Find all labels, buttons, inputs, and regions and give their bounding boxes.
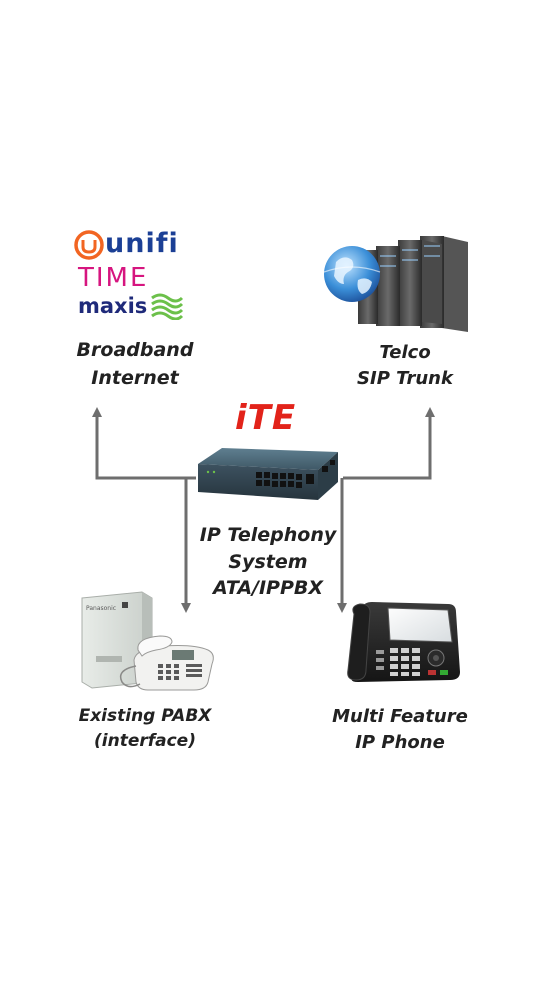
server-globe-icon	[323, 236, 468, 332]
broadband-label-line-1: Broadband	[76, 339, 194, 361]
ip-phone-label-line-1: Multi Feature	[332, 706, 468, 727]
ip-phone-label: Multi Feature IP Phone	[310, 704, 490, 756]
time-logo: TIME	[78, 263, 149, 293]
unifi-wordmark: unifi	[105, 228, 179, 259]
maxis-wordmark: maxis	[78, 294, 148, 318]
maxis-logo: maxis	[78, 293, 192, 322]
pabx-label: Existing PABX (interface)	[58, 704, 232, 753]
unifi-logo: unifi	[72, 228, 192, 262]
pabx-system-icon: Panasonic	[81, 591, 214, 691]
telco-label: Telco SIP Trunk	[320, 340, 490, 392]
telco-label-line-1: Telco	[379, 342, 431, 363]
ip-telephony-label: IP Telephony System ATA/IPPBX	[180, 522, 356, 602]
arrow-to-telco	[343, 407, 435, 480]
isp-logos: unifi TIME maxis	[72, 228, 192, 324]
ite-logo: iTE	[235, 398, 297, 438]
ip-phone-label-line-2: IP Phone	[355, 732, 445, 754]
pabx-label-line-1: Existing PABX	[78, 706, 212, 726]
ip-telephony-label-line-2: System	[228, 550, 308, 573]
arrow-to-broadband	[92, 407, 196, 480]
broadband-label-line-2: Internet	[91, 366, 179, 389]
unifi-mark-icon	[74, 230, 104, 260]
broadband-label: Broadband Internet	[40, 337, 230, 392]
ip-telephony-label-line-1: IP Telephony	[199, 524, 337, 546]
telco-label-line-2: SIP Trunk	[357, 368, 453, 390]
maxis-wave-icon	[151, 293, 184, 320]
network-switch-icon	[198, 448, 338, 500]
ip-telephony-label-line-3: ATA/IPPBX	[212, 577, 324, 600]
pabx-label-line-2: (interface)	[94, 730, 196, 751]
panasonic-mark: Panasonic	[86, 605, 116, 612]
ip-phone-icon	[347, 602, 460, 682]
